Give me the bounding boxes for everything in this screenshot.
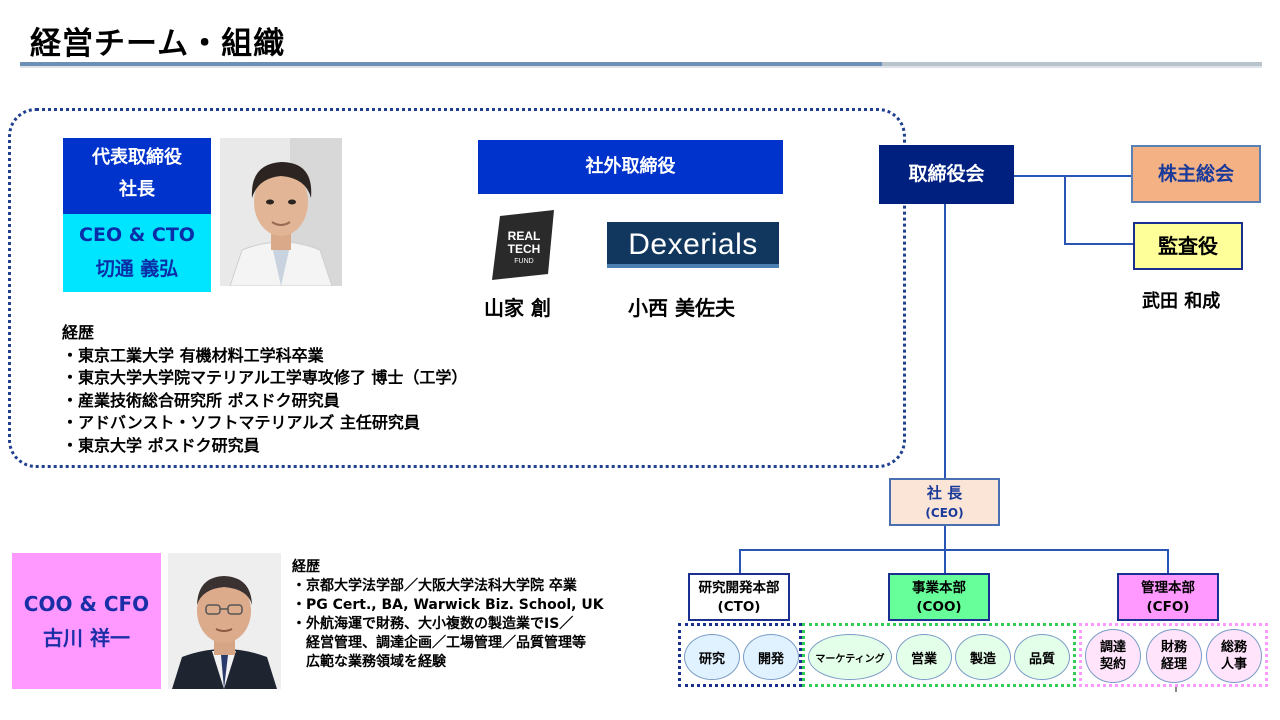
connector — [739, 549, 741, 574]
auditor-box: 監査役 — [1133, 222, 1243, 270]
dexerials-logo: Dexerials — [607, 222, 779, 268]
dept-rnd-label: 研究開発本部 — [698, 580, 780, 596]
outside-director-name: 小西 美佐夫 — [628, 296, 735, 320]
realtech-logo: REAL TECH FUND — [488, 210, 560, 280]
ceo-name-box: CEO & CTO 切通 義弘 — [63, 214, 211, 292]
unit-label: 契約 — [1099, 657, 1126, 672]
dexerials-logo-stripe — [607, 264, 779, 268]
unit-label: 営業 — [910, 651, 937, 667]
unit-label: 研究 — [698, 651, 725, 667]
coo-box: COO & CFO 古川 祥一 — [12, 553, 161, 689]
unit-label: 製造 — [969, 651, 996, 667]
coo-title: COO & CFO — [23, 592, 150, 616]
unit-oval: 財務 経理 — [1146, 629, 1202, 683]
coo-name: 古川 祥一 — [43, 626, 130, 650]
realtech-logo-text: REAL — [508, 229, 541, 243]
coo-career: 経歴 ・京都大学法学部／大阪大学法科大学院 卒業 ・PG Cert., BA, … — [292, 558, 604, 672]
ceo-career-item: ・東京大学 ポスドク研究員 — [62, 435, 260, 455]
board-of-directors-box: 取締役会 — [879, 145, 1014, 204]
business-unit-group — [802, 623, 1076, 687]
dept-admin-box: 管理本部 (CFO) — [1117, 573, 1219, 621]
shareholders-meeting-box: 株主総会 — [1131, 145, 1261, 203]
unit-label: マーケティング — [815, 653, 885, 665]
page-title: 経営チーム・組織 — [30, 26, 286, 62]
ceo-name: 切通 義弘 — [95, 258, 179, 280]
coo-career-item: ・PG Cert., BA, Warwick Biz. School, UK — [292, 597, 604, 613]
ceo-title: CEO & CTO — [79, 224, 195, 246]
dept-business-role: (COO) — [916, 599, 962, 615]
connector — [1167, 549, 1169, 574]
dept-admin-role: (CFO) — [1146, 599, 1190, 615]
ceo-photo — [220, 138, 342, 286]
unit-oval: マーケティング — [808, 634, 892, 680]
unit-oval: 総務 人事 — [1206, 629, 1262, 683]
management-frame — [8, 108, 906, 468]
ceo-career-item: ・東京工業大学 有機材料工学科卒業 — [62, 345, 324, 365]
coo-career-item: ・京都大学法学部／大阪大学法科大学院 卒業 — [292, 578, 577, 594]
connector — [1014, 175, 1131, 177]
realtech-logo-text: FUND — [514, 258, 533, 265]
ceo-career-item: ・東京大学大学院マテリアル工学専攻修了 博士（工学） — [62, 368, 468, 387]
connector — [944, 204, 946, 478]
rnd-unit-group — [678, 623, 802, 687]
title-underline — [20, 62, 882, 66]
title-underline-shadow — [20, 66, 1262, 68]
unit-oval: 調達 契約 — [1085, 629, 1141, 683]
ceo-career-item: ・産業技術総合研究所 ポスドク研究員 — [62, 390, 340, 410]
ceo-career: 経歴 ・東京工業大学 有機材料工学科卒業 ・東京大学大学院マテリアル工学専攻修了… — [62, 322, 467, 457]
unit-oval: 営業 — [896, 634, 952, 680]
coo-photo — [168, 553, 281, 689]
ceo-role-box: 代表取締役 社長 — [63, 138, 211, 214]
outside-directors-label: 社外取締役 — [478, 140, 783, 194]
unit-label: 経理 — [1160, 657, 1187, 672]
unit-label: 財務 — [1160, 640, 1187, 655]
president-line2: (CEO) — [925, 506, 964, 520]
coo-career-item: ・外航海運で財務、大小複数の製造業でIS／ — [292, 616, 574, 632]
president-line1: 社 長 — [926, 484, 963, 502]
unit-oval: 品質 — [1014, 634, 1070, 680]
dept-rnd-role: (CTO) — [717, 599, 761, 615]
ceo-career-item: ・アドバンスト・ソフトマテリアルズ 主任研究員 — [62, 413, 420, 432]
coo-career-heading: 経歴 — [292, 559, 320, 575]
dept-business-box: 事業本部 (COO) — [888, 573, 990, 621]
dexerials-logo-text: Dexerials — [628, 228, 758, 261]
unit-label: 人事 — [1220, 657, 1247, 672]
dept-rnd-box: 研究開発本部 (CTO) — [688, 573, 790, 621]
coo-career-item: 広範な業務領域を経験 — [292, 654, 446, 670]
coo-career-item: 経営管理、調達企画／工場管理／品質管理等 — [292, 635, 586, 651]
unit-label: 調達 — [1099, 640, 1126, 655]
connector — [1175, 684, 1177, 692]
admin-unit-group — [1079, 623, 1268, 687]
dept-business-label: 事業本部 — [912, 580, 966, 596]
ceo-career-heading: 経歴 — [62, 323, 95, 342]
auditor-name: 武田 和成 — [1142, 291, 1221, 312]
unit-label: 品質 — [1028, 651, 1055, 667]
unit-label: 開発 — [757, 651, 784, 667]
title-underline-light — [882, 62, 1262, 66]
connector — [739, 549, 1169, 551]
dept-admin-label: 管理本部 — [1141, 580, 1195, 596]
connector — [1064, 175, 1066, 244]
unit-oval: 開発 — [743, 634, 799, 680]
realtech-logo-text: TECH — [508, 242, 541, 256]
outside-director-name: 山家 創 — [484, 296, 551, 320]
unit-label: 総務 — [1220, 640, 1247, 655]
unit-oval: 製造 — [955, 634, 1011, 680]
ceo-role-line1: 代表取締役 — [92, 147, 182, 168]
connector — [1064, 243, 1133, 245]
ceo-role-line2: 社長 — [119, 179, 155, 200]
president-box: 社 長 (CEO) — [889, 478, 1000, 526]
unit-oval: 研究 — [684, 634, 740, 680]
